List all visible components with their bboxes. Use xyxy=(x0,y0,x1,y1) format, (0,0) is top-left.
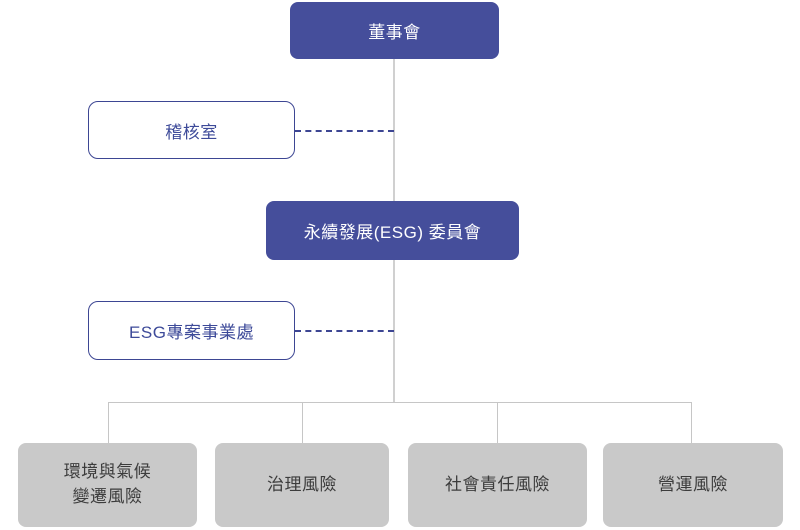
node-risk-environment-climate: 環境與氣候 變遷風險 xyxy=(18,443,197,527)
connector-risk-drop-3 xyxy=(497,402,498,443)
node-risk-social-responsibility: 社會責任風險 xyxy=(408,443,587,527)
node-esg-committee: 永續發展(ESG) 委員會 xyxy=(266,201,519,260)
connector-risk-drop-4 xyxy=(691,402,692,443)
node-audit-office: 稽核室 xyxy=(88,101,295,159)
connector-risk-drop-1 xyxy=(108,402,109,443)
node-board-of-directors: 董事會 xyxy=(290,2,499,59)
connector-division-dashed xyxy=(295,330,394,332)
connector-risk-horizontal xyxy=(108,402,692,403)
node-risk-governance: 治理風險 xyxy=(215,443,389,527)
node-risk-operational: 營運風險 xyxy=(603,443,783,527)
connector-audit-dashed xyxy=(295,130,394,132)
node-esg-project-division: ESG專案事業處 xyxy=(88,301,295,360)
connector-risk-drop-2 xyxy=(302,402,303,443)
